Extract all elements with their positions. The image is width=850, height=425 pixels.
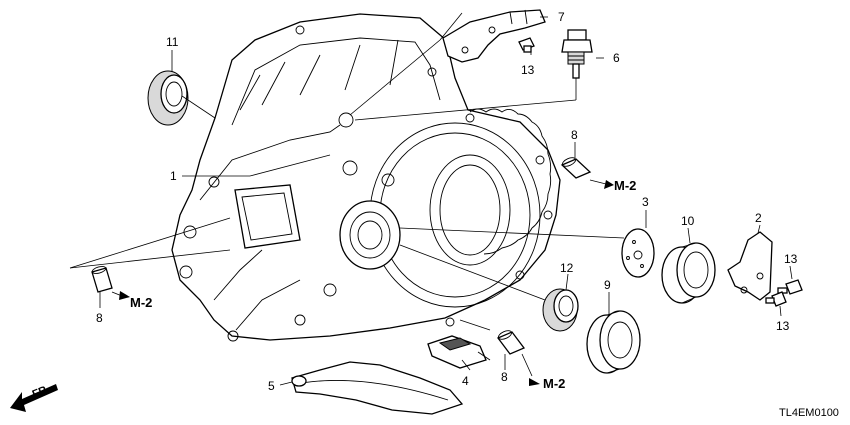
dowel-pin-8-bottom bbox=[496, 330, 526, 355]
callout-5: 5 bbox=[268, 379, 275, 393]
callout-1: 1 bbox=[170, 169, 177, 183]
callout-2: 2 bbox=[755, 211, 762, 225]
callout-7: 7 bbox=[558, 10, 565, 24]
leader-lines bbox=[69, 12, 793, 386]
bolt-13-right-a bbox=[777, 279, 803, 295]
dowel-pin-8-right bbox=[560, 157, 592, 179]
clutch-housing bbox=[171, 13, 561, 342]
plate-3 bbox=[621, 228, 655, 278]
guide-5 bbox=[291, 361, 464, 415]
seal-12 bbox=[542, 288, 579, 332]
callout-13-right-b: 13 bbox=[776, 319, 790, 333]
callout-9: 9 bbox=[604, 278, 611, 292]
callout-13-top: 13 bbox=[521, 63, 535, 77]
callout-8-left: 8 bbox=[96, 311, 103, 325]
callout-10: 10 bbox=[681, 214, 695, 228]
callout-11: 11 bbox=[166, 35, 179, 49]
bolt-13-right-b bbox=[765, 291, 787, 307]
front-label: FR. bbox=[31, 383, 52, 401]
reference-m2-bottom: M-2 bbox=[543, 376, 565, 391]
bracket-4 bbox=[427, 335, 491, 369]
bearing-9 bbox=[586, 310, 641, 374]
bracket-7 bbox=[442, 9, 546, 63]
callout-13-right-a: 13 bbox=[784, 252, 798, 266]
front-orientation-arrow: FR. bbox=[10, 383, 58, 412]
reference-m2-left: M-2 bbox=[130, 295, 152, 310]
bearing-10 bbox=[661, 242, 716, 304]
callout-8-bottom: 8 bbox=[501, 370, 508, 384]
reference-m2-right: M-2 bbox=[614, 178, 636, 193]
callout-labels: 11 1 7 13 6 8 3 10 2 13 12 9 13 8 8 4 5 bbox=[96, 10, 798, 393]
dowel-pin-8-left bbox=[91, 266, 113, 293]
diagram-code: TL4EM0100 bbox=[779, 407, 839, 419]
m2-arrow-bottom bbox=[521, 353, 540, 386]
m2-arrow-right bbox=[589, 179, 614, 189]
callout-12: 12 bbox=[560, 261, 574, 275]
switch-6 bbox=[561, 29, 593, 79]
bolt-13-top bbox=[518, 37, 535, 53]
callout-3: 3 bbox=[642, 195, 649, 209]
callout-6: 6 bbox=[613, 51, 620, 65]
callout-8-right: 8 bbox=[571, 128, 578, 142]
cover-plate-2 bbox=[727, 231, 773, 301]
m2-arrow-left bbox=[111, 291, 130, 300]
callout-4: 4 bbox=[462, 374, 469, 388]
oil-seal-11 bbox=[147, 70, 189, 126]
